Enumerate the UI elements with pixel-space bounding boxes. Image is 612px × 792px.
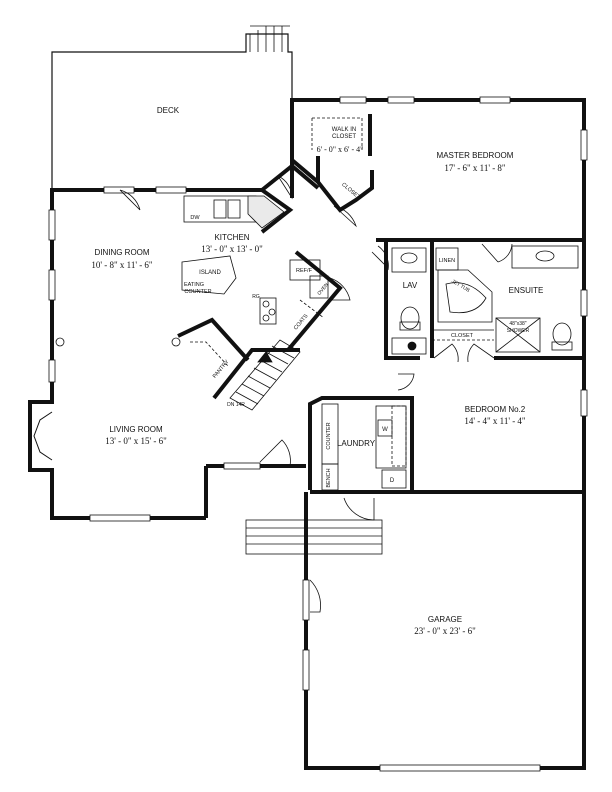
master-bedroom-size: 17' - 6" x 11' - 8" [444, 163, 506, 173]
living-room-size: 13' - 0" x 15' - 6" [105, 436, 167, 446]
living-room-label: LIVING ROOM [109, 425, 163, 434]
bedroom2-size: 14' - 4" x 11' - 4" [464, 416, 526, 426]
laundry-fixtures [321, 403, 407, 491]
lav-label: LAV [403, 281, 418, 290]
walkin-closet-shelves [311, 117, 363, 150]
shower-label: SHOWER [507, 328, 530, 334]
deck-label: DECK [157, 106, 180, 115]
post-icon [171, 337, 181, 347]
rg-label: RG [252, 294, 260, 300]
walkin-closet-size: 6' - 0" x 6' - 4" [317, 145, 364, 154]
eating-counter-label-2: COUNTER [184, 289, 211, 295]
kitchen-counters [181, 195, 329, 325]
bay-window [33, 411, 53, 461]
pantry-shelves [190, 299, 325, 367]
doors [119, 175, 513, 613]
laundry-label: LAUNDRY [337, 439, 376, 448]
ensuite-fixtures [432, 245, 579, 353]
lav-fixtures [391, 247, 427, 355]
garage-label: GARAGE [428, 615, 462, 624]
dryer-label: D [390, 478, 395, 484]
post-icon [55, 337, 65, 347]
walls [28, 98, 586, 770]
linen-label: LINEN [439, 258, 455, 264]
porch-steps [245, 519, 383, 555]
walkin-closet-label-1: WALK IN [332, 127, 356, 133]
ensuite-label: ENSUITE [509, 286, 544, 295]
dining-room-label: DINING ROOM [94, 248, 149, 257]
dw-label: DW [190, 215, 200, 221]
kitchen-label: KITCHEN [214, 233, 249, 242]
windows [48, 96, 588, 772]
island-label: ISLAND [199, 270, 221, 276]
counter-label: COUNTER [326, 422, 332, 449]
ensuite-closet-label: CLOSET [451, 333, 474, 339]
bedroom2-label: BEDROOM No.2 [465, 405, 526, 414]
master-bedroom-label: MASTER BEDROOM [437, 151, 514, 160]
stairs-label: DN 14R [227, 402, 245, 408]
stairs [229, 339, 301, 411]
dining-room-size: 10' - 8" x 11' - 6" [91, 260, 153, 270]
kitchen-size: 13' - 0" x 13' - 0" [201, 244, 263, 254]
eating-counter-label-1: EATING [184, 282, 204, 288]
shower-size-label: 48"x38" [509, 321, 526, 327]
ref-label: REF/F [296, 268, 313, 274]
washer-label: W [382, 427, 388, 433]
bench-label: BENCH [326, 468, 332, 487]
garage-size: 23' - 0" x 23' - 6" [414, 626, 476, 636]
walkin-closet-label-2: CLOSET [332, 134, 356, 140]
